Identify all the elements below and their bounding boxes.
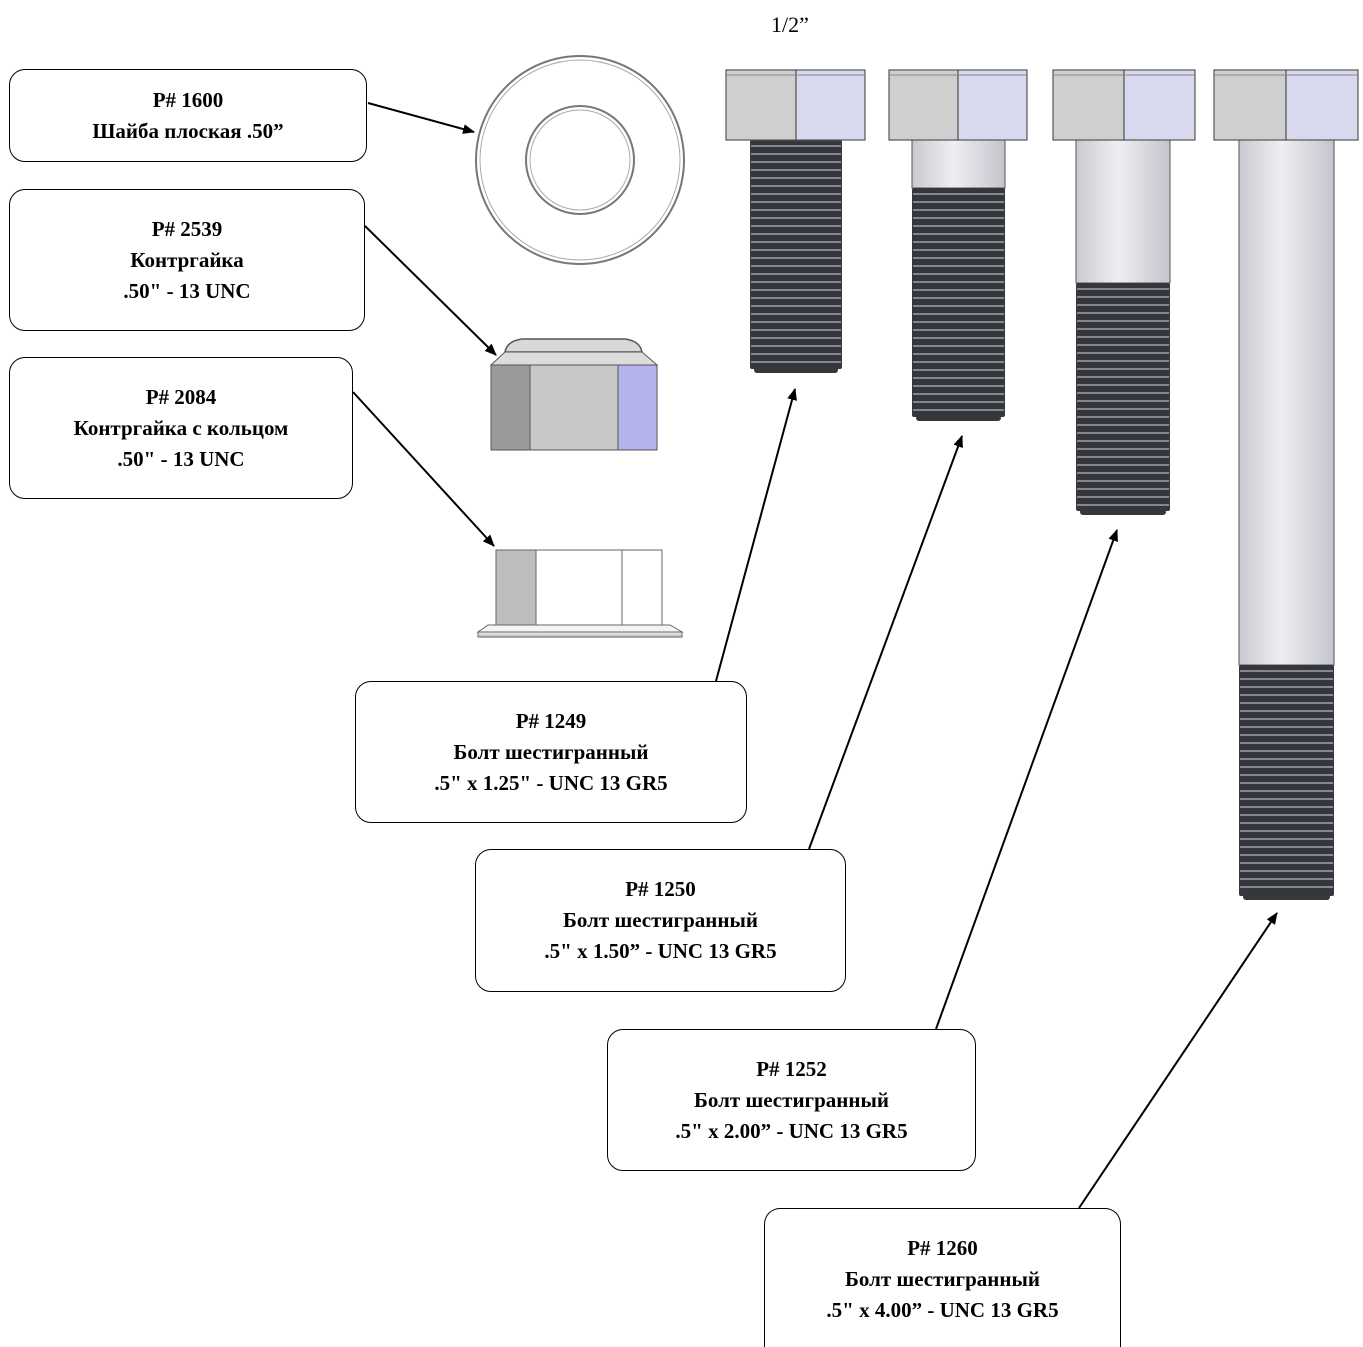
bolt-thread	[750, 140, 842, 369]
callout-spec: .5" x 4.00” - UNC 13 GR5	[826, 1298, 1059, 1322]
leader-arrow	[935, 529, 1118, 1030]
bolt-head-face	[888, 69, 959, 141]
bolt-shank	[1238, 139, 1335, 666]
bolt-tip	[1080, 509, 1166, 515]
callout-part-number: P# 1260	[907, 1236, 978, 1260]
callout-bolt-200: P# 1252 Болт шестигранный .5" x 2.00” - …	[607, 1029, 976, 1171]
callout-part-number: P# 1249	[515, 708, 587, 733]
bolt-shank	[911, 139, 1006, 189]
bolt-head-face	[957, 69, 1028, 141]
bolts-layer	[725, 69, 1359, 900]
bolt-tip	[754, 367, 838, 373]
hex-bolt-400-icon	[1213, 69, 1359, 900]
hex-bolt-125-icon	[725, 69, 866, 373]
callout-spec: .50" - 13 UNC	[117, 446, 245, 471]
callout-spec: .5" x 1.25" - UNC 13 GR5	[434, 770, 668, 795]
flange-lock-nut-icon	[476, 549, 684, 638]
callout-part-number: P# 1252	[756, 1056, 827, 1081]
callout-spec: .5" x 1.50” - UNC 13 GR5	[544, 939, 777, 963]
callout-part-number: P# 1600	[152, 87, 224, 112]
callout-part-number: P# 2084	[145, 384, 217, 409]
bolt-shank	[1075, 139, 1171, 284]
callout-bolt-150: P# 1250 Болт шестигранный .5" x 1.50” - …	[475, 849, 846, 992]
leader-lines	[352, 102, 1278, 1209]
bolt-head-face	[725, 69, 797, 141]
callout-description: Контргайка	[130, 247, 244, 272]
callout-part-number: P# 1250	[625, 877, 696, 901]
callout-bolt-400: P# 1260 Болт шестигранный .5" x 4.00” - …	[764, 1208, 1121, 1347]
callout-locknut: P# 2539 Контргайка .50" - 13 UNC	[9, 189, 365, 331]
callout-spec: .5" x 2.00” - UNC 13 GR5	[675, 1118, 908, 1143]
bolt-thread	[912, 188, 1005, 417]
callout-description: Контргайка с кольцом	[73, 415, 289, 440]
callout-spec: .50" - 13 UNC	[123, 278, 251, 303]
bolt-head-face	[1123, 69, 1196, 141]
callout-description: Болт шестигранный	[845, 1267, 1040, 1291]
leader-arrow	[808, 435, 963, 850]
bolt-head-face	[1285, 69, 1359, 141]
callout-washer: P# 1600 Шайба плоская .50”	[9, 69, 367, 162]
bolt-head-face	[795, 69, 866, 141]
callout-bolt-125: P# 1249 Болт шестигранный .5" x 1.25" - …	[355, 681, 747, 823]
callout-description: Болт шестигранный	[563, 908, 758, 932]
bolt-thread	[1239, 665, 1334, 896]
bolt-thread	[1076, 283, 1170, 511]
bolt-tip	[1243, 894, 1330, 900]
callout-description: Болт шестигранный	[453, 739, 649, 764]
leader-arrow	[364, 225, 497, 356]
size-title: 1/2”	[771, 12, 809, 37]
bolt-tip	[916, 415, 1001, 421]
callout-description: Шайба плоская .50”	[92, 118, 284, 143]
callout-description: Болт шестигранный	[694, 1087, 889, 1112]
leader-arrow	[367, 102, 475, 134]
hex-bolt-150-icon	[888, 69, 1028, 421]
bolt-head-face	[1052, 69, 1125, 141]
leader-arrow	[352, 391, 495, 547]
flat-washer-icon	[475, 55, 685, 265]
callout-part-number: P# 2539	[151, 216, 223, 241]
leader-arrow	[1078, 912, 1278, 1209]
leader-arrow	[715, 388, 797, 682]
bolt-head-face	[1213, 69, 1287, 141]
callout-flange-locknut: P# 2084 Контргайка с кольцом .50" - 13 U…	[9, 357, 353, 499]
hex-bolt-200-icon	[1052, 69, 1196, 515]
lock-nut-icon	[489, 338, 659, 451]
